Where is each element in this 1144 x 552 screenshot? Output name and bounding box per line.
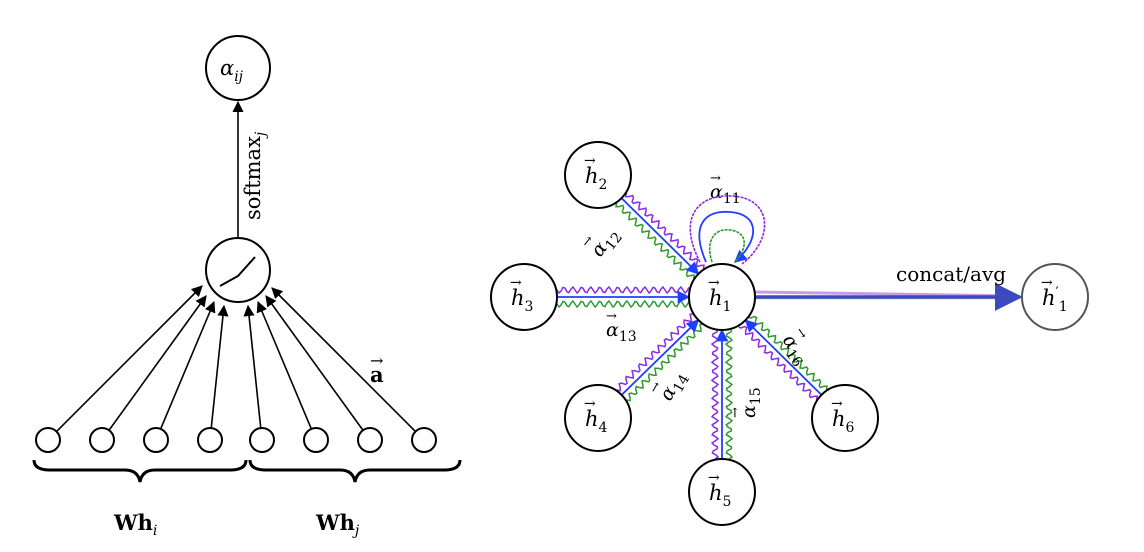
output-node bbox=[1021, 263, 1089, 331]
attention-edge-green bbox=[748, 315, 828, 390]
alpha-output-node bbox=[205, 35, 271, 101]
attention-edge-blue bbox=[620, 319, 700, 396]
vector-arrow-glyph: → bbox=[710, 171, 721, 186]
neighbor-node-label: h4 bbox=[585, 407, 608, 436]
alpha-output-label: αij bbox=[220, 56, 244, 85]
attention-edges: α11→α12→α13→α14→α15→α16→ bbox=[556, 171, 828, 460]
attention-edge-purple bbox=[556, 285, 690, 295]
attention-edge-green bbox=[556, 299, 690, 309]
input-unit bbox=[357, 427, 383, 453]
vector-arrow-glyph: → bbox=[584, 396, 596, 412]
vector-arrow-glyph: → bbox=[1041, 275, 1053, 291]
group-j-label: Whj bbox=[315, 510, 360, 539]
leaky-relu-node bbox=[205, 237, 271, 303]
input-edge bbox=[159, 300, 216, 430]
group-i-label: Whi bbox=[113, 510, 157, 539]
center-node bbox=[688, 263, 756, 331]
output-node-label: h′1 bbox=[1042, 285, 1068, 315]
input-unit bbox=[89, 427, 115, 453]
attention-edge-blue bbox=[744, 319, 823, 396]
vector-arrow-glyph: → bbox=[728, 407, 743, 418]
attention-coefficient-label: α15 bbox=[738, 387, 764, 418]
vector-arrow-glyph: → bbox=[831, 396, 843, 412]
input-edge bbox=[265, 295, 364, 431]
input-edge bbox=[256, 300, 313, 430]
input-unit bbox=[411, 427, 437, 453]
neighbor-node-label: h6 bbox=[832, 407, 855, 436]
self-loop-green bbox=[708, 229, 745, 263]
self-loop-blue bbox=[698, 211, 755, 263]
attention-edge-green bbox=[724, 329, 734, 460]
input-edge bbox=[271, 287, 417, 433]
attention-edge-green bbox=[615, 203, 696, 279]
vector-arrow-glyph: → bbox=[606, 309, 617, 324]
attention-edge-green bbox=[626, 323, 703, 402]
neighbor-node bbox=[688, 458, 756, 526]
attention-coefficient-label: α13 bbox=[606, 319, 637, 345]
neighbor-node bbox=[811, 384, 879, 452]
graph-nodes: h1→h2→h3→h4→h5→h6→h′1→ bbox=[490, 141, 1089, 526]
input-unit bbox=[249, 427, 275, 453]
multi-head-attention-diagram: α11→α12→α13→α14→α15→α16→ concat/avg h1→h… bbox=[490, 141, 1089, 526]
attention-mechanism-diagram: αij softmaxj a → Whi Whj bbox=[32, 35, 462, 539]
input-unit bbox=[35, 427, 61, 453]
input-unit bbox=[303, 427, 329, 453]
brace-j bbox=[248, 459, 462, 483]
vector-arrow-glyph: → bbox=[708, 470, 720, 486]
neighbor-node bbox=[564, 384, 632, 452]
vector-arrow-glyph: → bbox=[708, 275, 720, 291]
weight-vector-label: a bbox=[370, 362, 384, 387]
input-units bbox=[35, 285, 437, 453]
attention-edge-purple bbox=[624, 193, 705, 269]
input-edge bbox=[210, 304, 229, 429]
attention-edge-purple bbox=[710, 329, 720, 460]
input-edge bbox=[108, 295, 207, 431]
center-node-label: h1 bbox=[709, 286, 731, 315]
input-edge bbox=[55, 285, 203, 433]
input-unit bbox=[197, 427, 223, 453]
brace-i bbox=[32, 459, 248, 483]
vector-arrow-glyph: → bbox=[510, 275, 522, 291]
neighbor-node bbox=[490, 263, 558, 331]
self-loop-purple bbox=[689, 195, 766, 265]
concat-avg-label: concat/avg bbox=[896, 262, 1006, 286]
neighbor-node-label: h3 bbox=[511, 286, 533, 315]
neighbor-node-label: h5 bbox=[709, 481, 731, 510]
vector-arrow-glyph: → bbox=[370, 351, 383, 370]
neighbor-node-label: h2 bbox=[585, 164, 607, 193]
attention-edge-blue bbox=[620, 197, 700, 275]
attention-edge-purple bbox=[738, 325, 819, 400]
input-edge bbox=[243, 304, 262, 429]
vector-arrow-glyph: → bbox=[584, 153, 596, 169]
attention-edge-purple bbox=[616, 313, 693, 392]
softmax-label: softmaxj bbox=[241, 131, 269, 220]
neighbor-node bbox=[564, 141, 632, 209]
leaky-relu-icon bbox=[219, 256, 256, 287]
input-unit bbox=[143, 427, 169, 453]
